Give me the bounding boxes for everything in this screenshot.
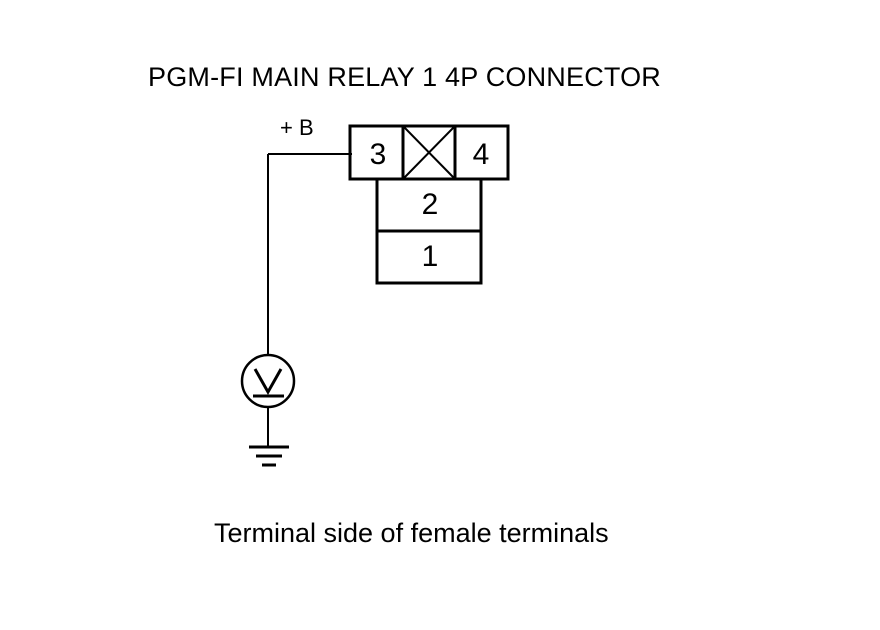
diagram-title: PGM-FI MAIN RELAY 1 4P CONNECTOR <box>148 62 662 92</box>
ground-icon <box>249 445 289 467</box>
terminal-1-label: 1 <box>421 240 439 273</box>
terminal-3-label: 3 <box>369 138 387 171</box>
blank-cavity-icon <box>403 126 455 179</box>
probe-label: + B <box>280 115 314 140</box>
voltmeter-icon <box>240 353 296 409</box>
terminal-4-label: 4 <box>472 138 490 171</box>
probe-wire <box>267 153 352 355</box>
terminal-2-label: 2 <box>421 188 439 221</box>
cavity-1 <box>375 229 483 285</box>
diagram-caption: Terminal side of female terminals <box>214 518 609 548</box>
